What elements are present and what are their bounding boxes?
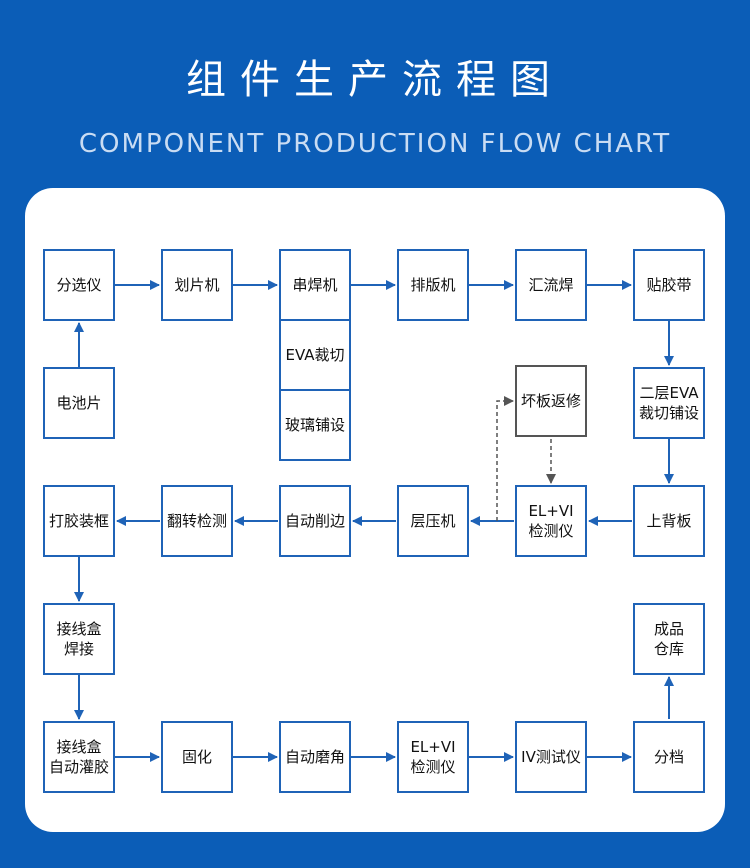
- dashed-arrow-repair-laminator: [496, 396, 514, 521]
- node-tape: 贴胶带: [633, 249, 705, 321]
- node-iv-test-label: IV测试仪: [521, 748, 581, 766]
- node-laminator: 层压机: [397, 485, 469, 557]
- node-cutter-label: 划片机: [174, 276, 220, 294]
- node-jbox-pot: 接线盒 自动灌胶: [43, 721, 115, 793]
- node-trim-label: 自动削边: [284, 512, 345, 530]
- node-eva-cut: EVA裁切: [279, 319, 351, 391]
- page-title: 组件生产流程图: [186, 57, 564, 103]
- node-busbar-weld: 汇流焊: [515, 249, 587, 321]
- node-tape-label: 贴胶带: [646, 276, 692, 294]
- node-glass-lay: 玻璃铺设: [279, 389, 351, 461]
- node-grading-label: 分档: [653, 748, 684, 766]
- node-warehouse-label-2: 仓库: [653, 640, 684, 658]
- node-cutter: 划片机: [161, 249, 233, 321]
- node-layup: 排版机: [397, 249, 469, 321]
- node-eva2-label-2: 裁切铺设: [638, 404, 699, 422]
- node-flip: 翻转检测: [161, 485, 233, 557]
- node-repair-label: 坏板返修: [520, 392, 581, 410]
- node-corner-label: 自动磨角: [284, 748, 345, 766]
- node-el-vi-1: EL+VI 检测仪: [515, 485, 587, 557]
- node-corner: 自动磨角: [279, 721, 351, 793]
- node-jbox-pot-label-1: 接线盒: [56, 738, 102, 756]
- node-warehouse: 成品 仓库: [633, 603, 705, 675]
- node-eva2: 二层EVA 裁切铺设: [633, 367, 705, 439]
- page-subtitle: COMPONENT PRODUCTION FLOW CHART: [78, 129, 672, 159]
- node-warehouse-label-1: 成品: [653, 620, 684, 638]
- node-el-vi-1-label-2: 检测仪: [528, 522, 574, 540]
- node-jbox-weld-label-2: 焊接: [63, 640, 94, 658]
- node-layup-label: 排版机: [410, 276, 456, 294]
- node-laminator-label: 层压机: [410, 512, 456, 530]
- flowchart-panel: [25, 188, 725, 832]
- node-eva2-label-1: 二层EVA: [639, 384, 699, 402]
- node-cells-label: 电池片: [56, 394, 102, 412]
- node-grading: 分档: [633, 721, 705, 793]
- node-eva-cut-label: EVA裁切: [285, 346, 345, 364]
- node-jbox-weld-label-1: 接线盒: [56, 620, 102, 638]
- node-glass-lay-label: 玻璃铺设: [284, 416, 345, 434]
- node-flip-label: 翻转检测: [166, 512, 227, 530]
- node-backsheet-label: 上背板: [646, 512, 692, 530]
- node-cure-label: 固化: [181, 748, 212, 766]
- node-cells: 电池片: [43, 367, 115, 439]
- node-backsheet: 上背板: [633, 485, 705, 557]
- node-el-vi-2-label-1: EL+VI: [410, 738, 456, 756]
- node-sorter-label: 分选仪: [56, 276, 102, 294]
- node-frame: 打胶装框: [43, 485, 115, 557]
- node-busbar-weld-label: 汇流焊: [528, 276, 574, 294]
- node-jbox-pot-label-2: 自动灌胶: [48, 758, 109, 776]
- node-stringer: 串焊机: [279, 249, 351, 321]
- node-el-vi-2-label-2: 检测仪: [410, 758, 456, 776]
- node-sorter: 分选仪: [43, 249, 115, 321]
- node-el-vi-1-label-1: EL+VI: [528, 502, 574, 520]
- node-frame-label: 打胶装框: [48, 512, 109, 530]
- node-el-vi-2: EL+VI 检测仪: [397, 721, 469, 793]
- node-cure: 固化: [161, 721, 233, 793]
- node-repair: 坏板返修: [515, 365, 587, 437]
- node-iv-test: IV测试仪: [515, 721, 587, 793]
- node-trim: 自动削边: [279, 485, 351, 557]
- node-stringer-label: 串焊机: [292, 276, 338, 294]
- node-jbox-weld: 接线盒 焊接: [43, 603, 115, 675]
